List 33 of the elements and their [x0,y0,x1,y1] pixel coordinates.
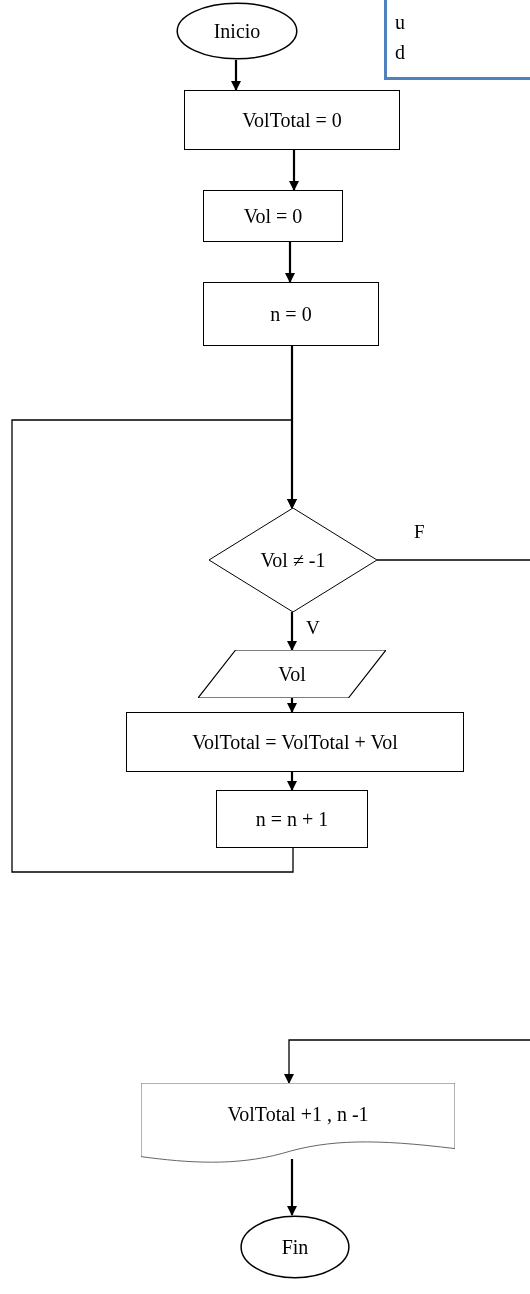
process-box [126,712,464,772]
node-text: Fin [281,1234,309,1260]
input-parallelogram [198,650,386,698]
note-box [384,0,530,80]
node-text: VolTotal = 0 [242,107,342,133]
arrow [287,698,297,713]
arrow [11,419,297,873]
output-document [141,1083,455,1163]
node-text: VolTotal = VolTotal + Vol [192,729,398,755]
process-box [203,190,343,242]
node-text: n = n + 1 [255,806,329,832]
process-box [203,282,379,346]
arrow [287,772,297,791]
node-text: Vol ≠ -1 [260,547,326,573]
node-text: VolTotal +1 , n -1 [227,1101,369,1127]
decision-diamond [209,508,377,612]
edge-label: F [412,522,427,541]
node-text: u d [395,10,406,65]
arrow [287,612,297,651]
process-box [184,90,400,150]
arrow [284,559,530,1084]
arrow [289,150,299,191]
node-text: Vol = 0 [243,203,303,229]
arrow [285,242,295,283]
node-text: n = 0 [270,301,312,327]
end-terminal [240,1215,350,1279]
start-terminal [176,2,298,60]
arrow [231,60,241,91]
process-box [216,790,368,848]
node-text: Vol [278,661,306,687]
edge-label: V [304,618,322,637]
node-text: Inicio [213,18,261,44]
arrow [287,1159,297,1216]
